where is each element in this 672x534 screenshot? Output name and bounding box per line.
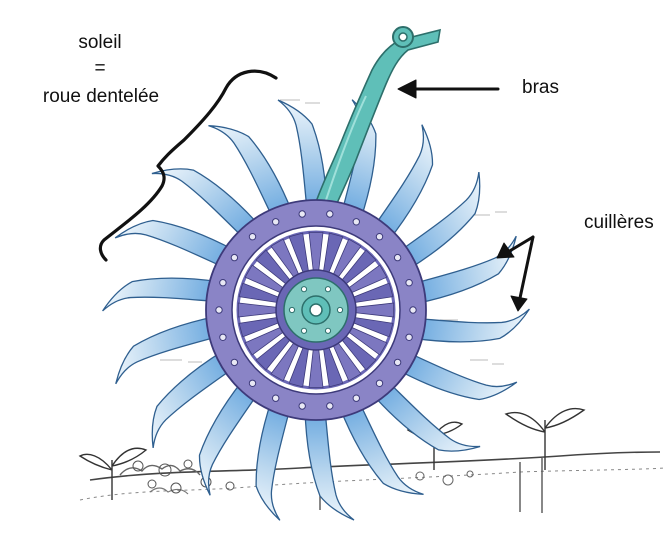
rim-rivet <box>410 307 416 313</box>
label-cuilleres: cuillères <box>584 212 654 234</box>
hub-bolt <box>301 328 306 333</box>
rim-rivet <box>394 359 400 365</box>
rim-rivet <box>327 403 333 409</box>
rim-rivet <box>273 395 279 401</box>
rim-rivet <box>231 254 237 260</box>
spoon-tooth <box>305 410 354 520</box>
rim-rivet <box>406 334 412 340</box>
rim-rivet <box>216 307 222 313</box>
label-soleil-equals: = <box>40 58 160 80</box>
rim-rivet <box>376 234 382 240</box>
label-bras: bras <box>522 77 559 99</box>
hub-bolt <box>325 287 330 292</box>
arrow-cuilleres-2-head <box>511 296 527 311</box>
rim-rivet <box>353 395 359 401</box>
hub-bolt <box>325 328 330 333</box>
rim-rivet <box>249 380 255 386</box>
hub-bolt <box>289 307 294 312</box>
rim-rivet <box>231 359 237 365</box>
arrow-cuilleres-2-line <box>520 237 533 298</box>
rim-rivet <box>299 403 305 409</box>
label-soleil-line1: soleil <box>40 32 160 54</box>
rim-rivet <box>273 219 279 225</box>
hub-bolt <box>337 307 342 312</box>
rim-rivet <box>327 211 333 217</box>
plant-right <box>506 409 584 470</box>
rim-rivet <box>220 280 226 286</box>
rim-rivet <box>376 380 382 386</box>
rim-rivet <box>406 280 412 286</box>
rim-rivet <box>299 211 305 217</box>
arrow-bras-head <box>398 80 416 98</box>
label-soleil-line3: roue dentelée <box>6 86 196 108</box>
rim-rivet <box>394 254 400 260</box>
hub-bolt <box>301 287 306 292</box>
toothed-wheel <box>206 200 426 420</box>
rim-rivet <box>249 234 255 240</box>
rim-rivet <box>220 334 226 340</box>
rim-rivet <box>353 219 359 225</box>
